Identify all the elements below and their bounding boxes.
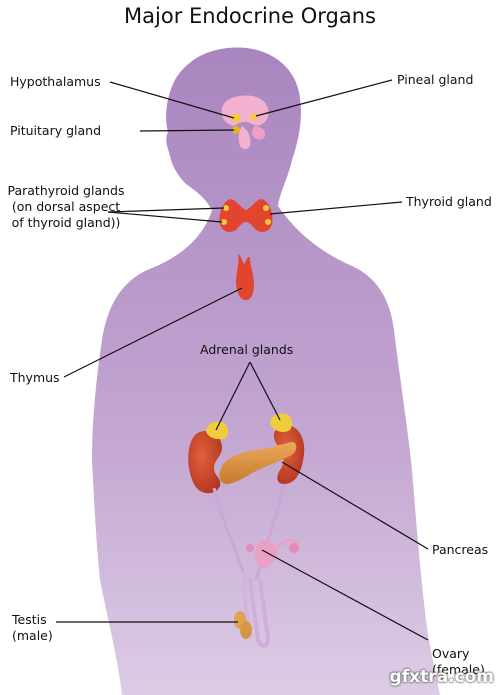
label-pancreas: Pancreas <box>432 542 489 557</box>
leader-parathyroid-1 <box>107 207 225 213</box>
leader-pineal <box>255 79 393 117</box>
fallopian-tube <box>274 539 300 550</box>
ureter <box>212 487 248 581</box>
leader-ovary <box>261 549 429 641</box>
label-adrenal-glands: Adrenal glands <box>200 342 294 357</box>
penis-outline <box>248 577 271 648</box>
watermark-text: gfxtra.com <box>389 667 494 687</box>
ureter <box>254 483 286 581</box>
label-pituitary-gland: Pituitary gland <box>10 123 102 138</box>
brain-shape <box>221 95 269 126</box>
label-thymus: Thymus <box>10 370 60 385</box>
parathyroid-gland <box>221 219 227 225</box>
pineal-gland <box>250 113 258 121</box>
leader-lines <box>56 79 429 641</box>
testis-organ <box>240 621 252 639</box>
label-testis-line-1: Testis <box>12 612 47 627</box>
ovary-organ <box>246 544 254 552</box>
label-testis-line-2: (male) <box>12 628 53 643</box>
leader-hypothalamus <box>109 81 235 119</box>
label-ovary-line-1: Ovary <box>432 646 470 661</box>
thyroid-gland <box>219 199 273 232</box>
body-silhouette <box>92 47 440 695</box>
label-hypothalamus: Hypothalamus <box>10 74 101 89</box>
label-thyroid-gland: Thyroid gland <box>406 194 492 209</box>
ovary-organ <box>289 543 299 553</box>
leader-adrenal-left <box>215 361 251 431</box>
left-kidney <box>188 430 222 494</box>
label-parathyroid-line-3: of thyroid gland)) <box>11 215 121 230</box>
label-parathyroid-line-1: Parathyroid glands <box>7 183 125 198</box>
bladder-outline <box>242 571 250 625</box>
leader-thyroid <box>269 201 403 215</box>
brainstem-shape <box>238 126 251 149</box>
diagram-title: Major Endocrine Organs <box>124 4 376 28</box>
leader-pancreas <box>281 461 429 550</box>
pituitary-gland <box>232 126 240 134</box>
label-pineal-gland: Pineal gland <box>397 72 474 87</box>
right-adrenal-gland <box>270 413 293 432</box>
label-ovary-line-2: (female) <box>432 662 485 677</box>
leader-parathyroid-2 <box>107 211 223 223</box>
label-parathyroid-line-2: (on dorsal aspect <box>11 199 121 214</box>
pancreas-organ <box>219 442 297 484</box>
parathyroid-gland <box>223 205 229 211</box>
uterus-organ <box>255 540 278 569</box>
leader-adrenal-right <box>249 361 281 421</box>
label-testis: Testis (male) <box>12 612 53 644</box>
leader-pituitary <box>139 129 235 132</box>
left-adrenal-gland <box>206 421 229 440</box>
parathyroid-gland <box>265 219 271 225</box>
label-parathyroid-glands: Parathyroid glands (on dorsal aspect of … <box>0 183 132 231</box>
cerebellum-shape <box>252 126 266 140</box>
hypothalamus-gland <box>231 113 241 123</box>
label-ovary: Ovary (female) <box>432 646 485 678</box>
leader-thymus <box>63 287 243 378</box>
parathyroid-gland <box>263 205 269 211</box>
